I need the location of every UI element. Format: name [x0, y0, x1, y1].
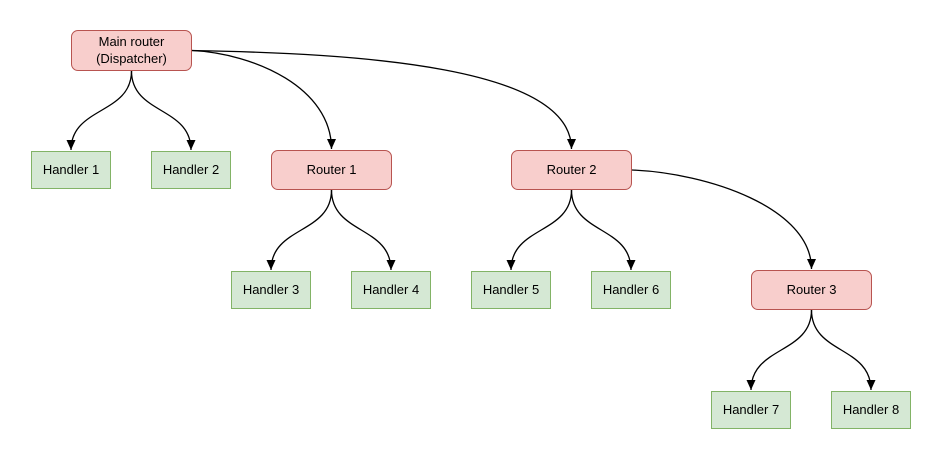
node-label: Router 3 [786, 281, 837, 297]
edge-router1-to-handler4 [330, 189, 396, 271]
edge-main-to-handler1 [66, 70, 133, 151]
edge-router2-to-handler6 [570, 189, 636, 271]
node-label: Handler 8 [842, 401, 900, 417]
node-handler-4: Handler 4 [351, 271, 431, 309]
node-label: Handler 7 [722, 401, 780, 417]
node-label: Router 2 [546, 161, 597, 177]
node-handler-5: Handler 5 [471, 271, 551, 309]
node-label: Handler 4 [362, 281, 420, 297]
node-handler-3: Handler 3 [231, 271, 311, 309]
node-handler-8: Handler 8 [831, 391, 911, 429]
edge-router2-to-router3 [631, 169, 816, 270]
node-main-router-dispatcher: Main router (Dispatcher) [71, 30, 192, 71]
node-handler-2: Handler 2 [151, 151, 231, 189]
edge-main-to-router2 [191, 49, 576, 150]
edge-router3-to-handler7 [746, 309, 813, 391]
node-label: Handler 5 [482, 281, 540, 297]
node-label: Main router (Dispatcher) [96, 33, 167, 66]
node-router-3: Router 3 [751, 270, 872, 310]
edge-main-to-handler2 [130, 70, 196, 151]
edge-router3-to-handler8 [810, 309, 876, 391]
node-handler-7: Handler 7 [711, 391, 791, 429]
edge-main-to-router1 [191, 49, 336, 150]
node-label: Router 1 [306, 161, 357, 177]
node-handler-1: Handler 1 [31, 151, 111, 189]
node-label: Handler 1 [42, 161, 100, 177]
node-label: Handler 6 [602, 281, 660, 297]
edge-router2-to-handler5 [506, 189, 573, 271]
node-label: Handler 2 [162, 161, 220, 177]
edge-router1-to-handler3 [266, 189, 333, 271]
node-label: Handler 3 [242, 281, 300, 297]
node-router-2: Router 2 [511, 150, 632, 190]
node-router-1: Router 1 [271, 150, 392, 190]
node-handler-6: Handler 6 [591, 271, 671, 309]
